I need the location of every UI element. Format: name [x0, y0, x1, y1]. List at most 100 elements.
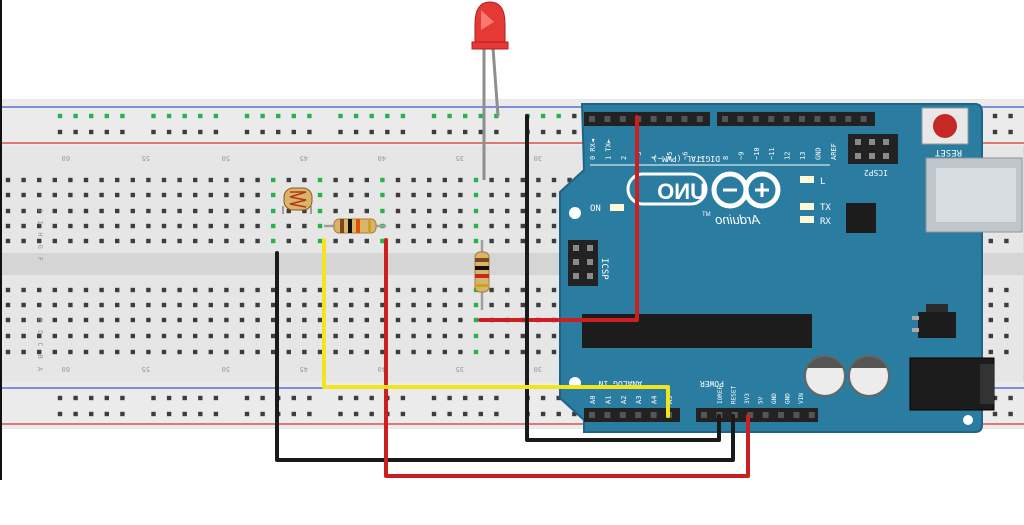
breadboard-hole[interactable] [427, 177, 432, 183]
rail-hole[interactable] [338, 395, 343, 401]
rail-hole[interactable] [447, 411, 452, 417]
breadboard-hole[interactable] [505, 287, 510, 293]
breadboard-hole[interactable] [83, 287, 89, 293]
breadboard-hole[interactable] [489, 208, 494, 214]
header-pin-hole[interactable] [701, 412, 707, 418]
header-pin-hole[interactable] [722, 116, 728, 122]
rail-hole[interactable] [478, 395, 483, 401]
header-pin-hole[interactable] [604, 412, 611, 418]
breadboard-hole[interactable] [364, 333, 369, 339]
rail-hole[interactable] [244, 411, 250, 417]
breadboard-hole[interactable] [411, 208, 416, 214]
breadboard-hole[interactable] [271, 238, 276, 244]
breadboard-hole[interactable] [37, 238, 42, 244]
rail-hole[interactable] [494, 395, 499, 401]
rail-hole[interactable] [151, 129, 156, 135]
rail-hole[interactable] [120, 113, 125, 119]
breadboard-hole[interactable] [21, 192, 26, 198]
breadboard-hole[interactable] [115, 177, 120, 183]
breadboard-hole[interactable] [193, 238, 198, 244]
breadboard-hole[interactable] [37, 177, 42, 183]
breadboard-hole[interactable] [489, 223, 494, 229]
breadboard-hole[interactable] [395, 238, 401, 244]
breadboard-hole[interactable] [1004, 349, 1009, 355]
breadboard-hole[interactable] [99, 349, 104, 355]
breadboard-hole[interactable] [146, 349, 151, 355]
breadboard-hole[interactable] [271, 192, 276, 198]
breadboard-hole[interactable] [458, 223, 463, 229]
breadboard-hole[interactable] [37, 287, 42, 293]
rail-hole[interactable] [276, 129, 281, 135]
breadboard-hole[interactable] [380, 208, 385, 214]
icsp-pin[interactable] [855, 153, 861, 159]
header-pin-hole[interactable] [814, 116, 821, 122]
breadboard-hole[interactable] [208, 349, 213, 355]
breadboard-hole[interactable] [52, 302, 57, 308]
breadboard-hole[interactable] [286, 333, 291, 339]
breadboard-hole[interactable] [349, 287, 354, 293]
reset-button-cap[interactable] [933, 114, 957, 138]
breadboard-hole[interactable] [317, 287, 323, 293]
breadboard-hole[interactable] [364, 287, 369, 293]
breadboard-hole[interactable] [489, 333, 494, 339]
breadboard-hole[interactable] [505, 349, 510, 355]
breadboard-hole[interactable] [21, 302, 26, 308]
rail-hole[interactable] [1008, 113, 1013, 119]
breadboard-hole[interactable] [380, 317, 385, 323]
breadboard-hole[interactable] [988, 302, 993, 308]
breadboard-hole[interactable] [177, 302, 182, 308]
rail-hole[interactable] [447, 395, 452, 401]
breadboard-hole[interactable] [5, 177, 11, 183]
header-pin-hole[interactable] [778, 412, 784, 418]
breadboard-hole[interactable] [411, 177, 416, 183]
rail-hole[interactable] [494, 113, 499, 119]
breadboard-hole[interactable] [317, 333, 323, 339]
breadboard-hole[interactable] [177, 177, 182, 183]
rail-hole[interactable] [353, 395, 359, 401]
breadboard-hole[interactable] [161, 349, 167, 355]
rail-hole[interactable] [369, 129, 374, 135]
breadboard-hole[interactable] [208, 177, 213, 183]
rail-hole[interactable] [447, 113, 452, 119]
breadboard-hole[interactable] [1004, 238, 1009, 244]
breadboard-hole[interactable] [177, 238, 182, 244]
breadboard-hole[interactable] [161, 317, 167, 323]
breadboard-hole[interactable] [317, 177, 323, 183]
rail-hole[interactable] [1008, 411, 1013, 417]
breadboard-hole[interactable] [130, 302, 135, 308]
breadboard-hole[interactable] [988, 349, 993, 355]
breadboard-hole[interactable] [99, 238, 104, 244]
breadboard-hole[interactable] [37, 192, 42, 198]
breadboard-hole[interactable] [21, 208, 26, 214]
header-pin-hole[interactable] [737, 116, 744, 122]
rail-hole[interactable] [431, 129, 437, 135]
breadboard-hole[interactable] [473, 223, 479, 229]
breadboard-hole[interactable] [333, 302, 338, 308]
breadboard-hole[interactable] [427, 192, 432, 198]
breadboard-hole[interactable] [317, 223, 323, 229]
rail-hole[interactable] [572, 129, 577, 135]
breadboard-hole[interactable] [411, 287, 416, 293]
breadboard-hole[interactable] [395, 333, 401, 339]
breadboard-hole[interactable] [505, 302, 510, 308]
rail-hole[interactable] [89, 411, 94, 417]
rail-hole[interactable] [400, 129, 406, 135]
breadboard-hole[interactable] [255, 317, 260, 323]
header-pin-hole[interactable] [619, 116, 626, 122]
breadboard-hole[interactable] [193, 223, 198, 229]
header-pin-hole[interactable] [793, 412, 800, 418]
breadboard-hole[interactable] [146, 238, 151, 244]
breadboard-hole[interactable] [146, 287, 151, 293]
breadboard-hole[interactable] [333, 192, 338, 198]
breadboard-hole[interactable] [68, 333, 73, 339]
breadboard-hole[interactable] [83, 317, 89, 323]
rail-hole[interactable] [182, 129, 187, 135]
breadboard-hole[interactable] [473, 177, 479, 183]
rail-hole[interactable] [556, 411, 561, 417]
breadboard-hole[interactable] [302, 177, 307, 183]
breadboard-hole[interactable] [458, 287, 463, 293]
breadboard-hole[interactable] [21, 333, 26, 339]
breadboard-hole[interactable] [302, 208, 307, 214]
breadboard-hole[interactable] [83, 302, 89, 308]
breadboard-hole[interactable] [239, 317, 245, 323]
